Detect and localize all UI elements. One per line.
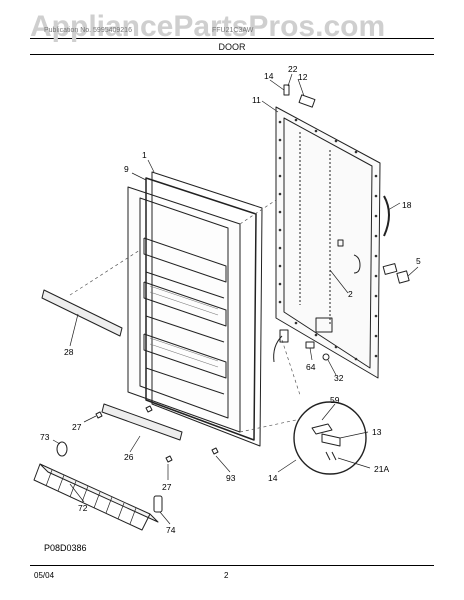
bottom-trim-bar	[101, 403, 183, 441]
callout-label: 13	[372, 427, 382, 437]
callout-label: 93	[226, 473, 236, 483]
title-rule	[30, 54, 434, 55]
callout-label: 9	[124, 164, 129, 174]
callout-label: 74	[166, 525, 176, 535]
callout-label: 73	[40, 432, 50, 442]
callout-label: 28	[64, 347, 74, 357]
callout-label: 12	[298, 72, 308, 82]
callout-label: 2	[348, 289, 353, 299]
watermark: AppliancePartsPros.com	[30, 10, 386, 43]
model-number: FFU21C3AW	[212, 27, 254, 34]
nameplate-part	[298, 94, 316, 108]
footer-date: 05/04	[34, 571, 55, 580]
callout-label: 22	[288, 64, 298, 74]
screws	[95, 405, 219, 463]
bushing	[322, 353, 330, 361]
assembly-guide-lines	[69, 199, 301, 433]
basket-support	[153, 495, 163, 513]
callout-label: 32	[334, 373, 344, 383]
callout-label: 59	[330, 395, 340, 405]
page-number: 2	[224, 571, 229, 580]
figure-id: P08D0386	[44, 543, 87, 553]
outer-door-panel	[275, 106, 381, 379]
publication-number: Publication No. 5995409216	[44, 27, 132, 34]
door-handle	[383, 195, 390, 237]
callout-label: 26	[124, 452, 134, 462]
hinge-wire	[273, 335, 283, 363]
callout-label: 5	[416, 256, 421, 266]
callout-label: 14	[264, 71, 274, 81]
callout-label: 64	[306, 362, 316, 372]
shelf-bar	[41, 289, 123, 337]
callout-label: 27	[162, 482, 172, 492]
wire-basket	[33, 463, 159, 531]
callout-label: 1	[142, 150, 147, 160]
callout-labels: 14 22 12 11 1 9 18 5 2 28 64 32 59 13 21…	[40, 64, 421, 535]
footer-rule	[30, 565, 434, 566]
callout-label: 72	[78, 503, 88, 513]
callout-label: 27	[72, 422, 82, 432]
hinge-pin	[283, 84, 290, 96]
lower-hinge-bracket	[279, 329, 289, 343]
callout-label: 14	[268, 473, 278, 483]
hinge-cover	[305, 341, 315, 349]
inner-door-liner	[127, 171, 263, 447]
hinge-detail-inset	[293, 401, 367, 475]
handle-bracket	[382, 263, 410, 284]
callout-label: 18	[402, 200, 412, 210]
basket-clip	[56, 441, 68, 457]
header-rule	[30, 38, 434, 39]
callout-label: 21A	[374, 464, 389, 474]
callout-label: 11	[252, 95, 261, 105]
callout-leaders	[52, 73, 419, 525]
section-title: DOOR	[218, 42, 246, 52]
